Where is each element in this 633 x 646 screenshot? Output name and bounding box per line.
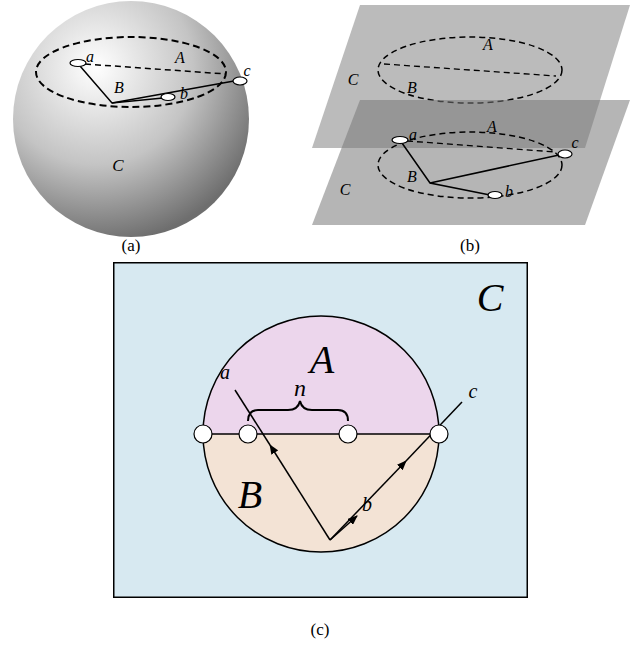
- point-label: c: [469, 381, 478, 401]
- panel-label: (c): [311, 621, 330, 638]
- region-letter: A: [310, 340, 334, 380]
- point-label: b: [505, 184, 513, 200]
- point-label: C: [112, 157, 123, 174]
- point-label: A: [175, 50, 185, 66]
- panel-label: (b): [460, 237, 480, 254]
- point-label: C: [340, 182, 351, 198]
- point-label: b: [362, 494, 372, 514]
- region-letter: C: [477, 278, 504, 318]
- upper-half-disk: A: [203, 316, 439, 434]
- point-label: a: [409, 127, 417, 143]
- region-letter: B: [238, 475, 262, 515]
- point-label: c: [571, 135, 578, 151]
- point-label: a: [220, 362, 230, 382]
- point-label: B: [407, 169, 417, 185]
- point-label: b: [180, 86, 188, 102]
- sheets: [312, 5, 630, 225]
- point-label: B: [407, 80, 417, 96]
- point-label: B: [114, 80, 124, 96]
- point-label: a: [86, 49, 94, 65]
- sphere: [13, 1, 249, 237]
- lower-half-disk: B: [203, 434, 439, 552]
- point-label: c: [243, 63, 250, 79]
- point-label: n: [294, 376, 306, 400]
- panel-label: (a): [122, 237, 141, 254]
- point-label: A: [487, 119, 497, 135]
- region-box: C A B: [113, 262, 528, 598]
- point-label: A: [483, 37, 493, 53]
- point-label: C: [348, 72, 359, 88]
